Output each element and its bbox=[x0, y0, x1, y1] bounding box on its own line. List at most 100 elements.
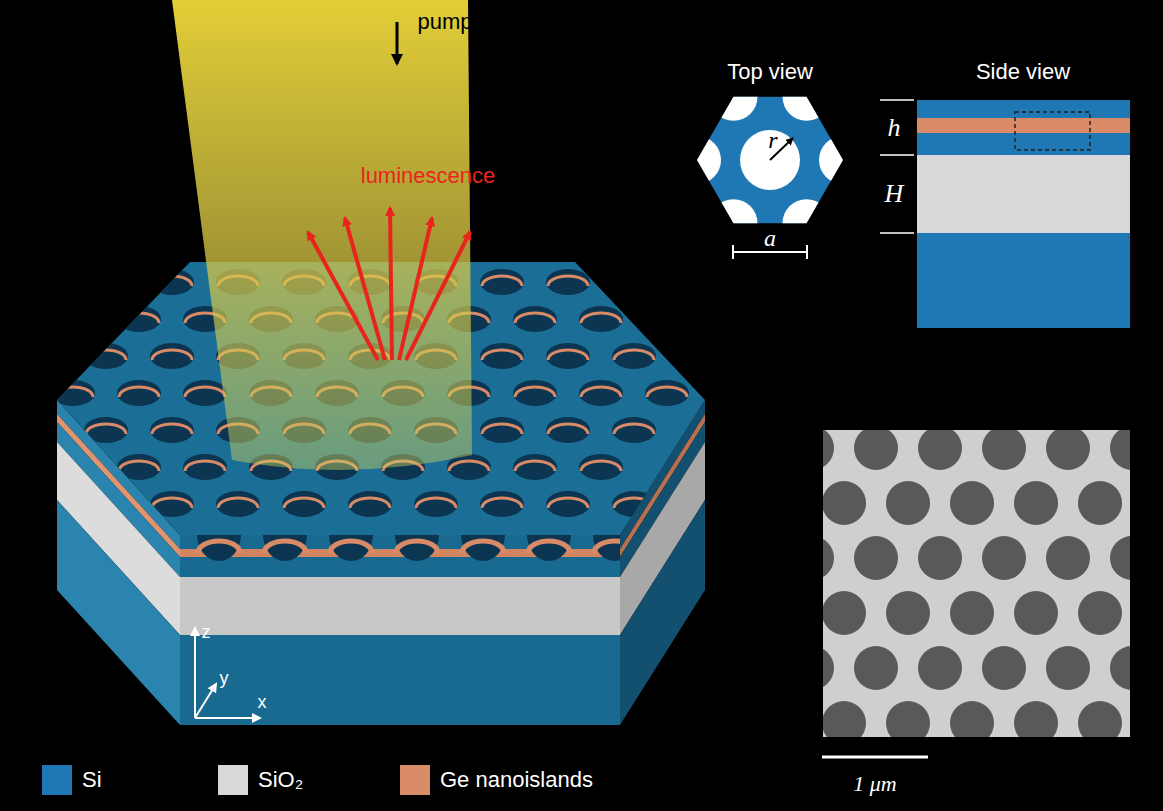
legend-text: Si bbox=[82, 767, 102, 793]
sem-hole bbox=[823, 591, 866, 635]
view-title: Side view bbox=[976, 61, 1070, 83]
sem-hole bbox=[823, 536, 834, 580]
pump-beam bbox=[172, 0, 472, 470]
ge-layer-arc bbox=[449, 461, 489, 471]
air-hole bbox=[117, 380, 161, 406]
sem-hole bbox=[823, 481, 866, 525]
sem-hole bbox=[950, 701, 994, 737]
edge-notch bbox=[263, 509, 307, 561]
ge-layer-arc bbox=[548, 276, 588, 286]
ge-layer-arc bbox=[482, 424, 522, 434]
ge-layer-arc bbox=[614, 498, 654, 508]
ge-layer-arc bbox=[515, 387, 555, 397]
edge-notch bbox=[461, 509, 505, 561]
axis-label: y bbox=[220, 669, 229, 687]
air-hole bbox=[546, 269, 590, 295]
scale-label: 1 μm bbox=[853, 773, 896, 795]
ge-layer-arc bbox=[416, 498, 456, 508]
air-hole bbox=[414, 491, 458, 517]
air-hole bbox=[282, 491, 326, 517]
luminescence-arrows bbox=[308, 208, 470, 360]
air-hole bbox=[513, 306, 557, 332]
sem-hole bbox=[886, 701, 930, 737]
dimension-label: H bbox=[885, 181, 904, 207]
luminescence-label: luminescence bbox=[361, 165, 496, 187]
sem-hole bbox=[1110, 646, 1130, 690]
sem-hole bbox=[854, 536, 898, 580]
ge-layer-arc bbox=[53, 387, 93, 397]
ge-layer-arc bbox=[198, 541, 240, 553]
ge-layer-arc bbox=[152, 424, 192, 434]
ge-layer-arc bbox=[284, 498, 324, 508]
air-hole bbox=[216, 491, 260, 517]
air-hole bbox=[546, 417, 590, 443]
sem-hole bbox=[950, 481, 994, 525]
view-title: Top view bbox=[727, 61, 813, 83]
ge-layer-arc bbox=[119, 461, 159, 471]
ge-layer-arc bbox=[482, 498, 522, 508]
sem-hole bbox=[1046, 430, 1090, 470]
top-view-cell bbox=[673, 73, 867, 259]
air-hole bbox=[348, 491, 392, 517]
sem-hole bbox=[918, 536, 962, 580]
sem-hole bbox=[823, 701, 866, 737]
ge-layer-arc bbox=[152, 350, 192, 360]
sem-hole bbox=[982, 646, 1026, 690]
slab-layer bbox=[57, 500, 180, 725]
air-hole bbox=[150, 491, 194, 517]
slab-layer bbox=[620, 500, 705, 725]
sem-hole bbox=[982, 430, 1026, 470]
ge-layer-arc bbox=[119, 313, 159, 323]
sem-hole bbox=[823, 646, 834, 690]
sem-hole bbox=[886, 481, 930, 525]
ge-layer-arc bbox=[581, 461, 621, 471]
sem-image bbox=[790, 426, 1154, 800]
ge-layer-arc bbox=[528, 541, 570, 553]
slab-layer bbox=[180, 577, 620, 635]
pump-label: pump bbox=[417, 11, 472, 33]
sem-hole bbox=[1110, 430, 1130, 470]
ge-layer-arc bbox=[647, 387, 687, 397]
air-hole bbox=[645, 380, 689, 406]
ge-layer-arc bbox=[462, 541, 504, 553]
edge-notch bbox=[197, 509, 241, 561]
ge-layer-arc bbox=[152, 276, 192, 286]
air-hole bbox=[579, 306, 623, 332]
air-hole bbox=[84, 343, 128, 369]
axes bbox=[195, 628, 260, 718]
side-view-stack bbox=[880, 100, 1130, 328]
ge-layer-arc bbox=[515, 461, 555, 471]
sem-hole bbox=[1014, 591, 1058, 635]
air-hole bbox=[612, 491, 656, 517]
air-hole bbox=[150, 417, 194, 443]
ge-layer-arc bbox=[185, 461, 225, 471]
sem-hole bbox=[1078, 481, 1122, 525]
legend-swatch bbox=[42, 765, 72, 795]
sem-hole bbox=[1078, 701, 1122, 737]
ge-layer-arc bbox=[614, 424, 654, 434]
ge-layer-arc bbox=[482, 276, 522, 286]
legend-item: Si bbox=[42, 765, 102, 795]
air-hole bbox=[579, 454, 623, 480]
dimension-label: a bbox=[764, 226, 776, 250]
ge-layer-arc bbox=[86, 424, 126, 434]
sem-hole bbox=[854, 646, 898, 690]
edge-notch bbox=[329, 509, 373, 561]
ge-layer-arc bbox=[218, 498, 258, 508]
sem-hole bbox=[1078, 591, 1122, 635]
sem-hole bbox=[1046, 646, 1090, 690]
legend-text: SiO₂ bbox=[258, 767, 303, 793]
ge-layer-arc bbox=[594, 541, 636, 553]
air-hole bbox=[480, 343, 524, 369]
air-hole bbox=[84, 417, 128, 443]
ge-layer-arc bbox=[350, 498, 390, 508]
air-hole bbox=[183, 380, 227, 406]
pump-arrow bbox=[396, 22, 399, 64]
legend-item: SiO₂ bbox=[218, 765, 303, 795]
axis-label: x bbox=[258, 693, 267, 711]
ge-layer-arc bbox=[330, 541, 372, 553]
air-hole bbox=[480, 417, 524, 443]
edge-notch bbox=[395, 509, 439, 561]
scale-bar bbox=[822, 756, 928, 759]
air-hole bbox=[150, 343, 194, 369]
